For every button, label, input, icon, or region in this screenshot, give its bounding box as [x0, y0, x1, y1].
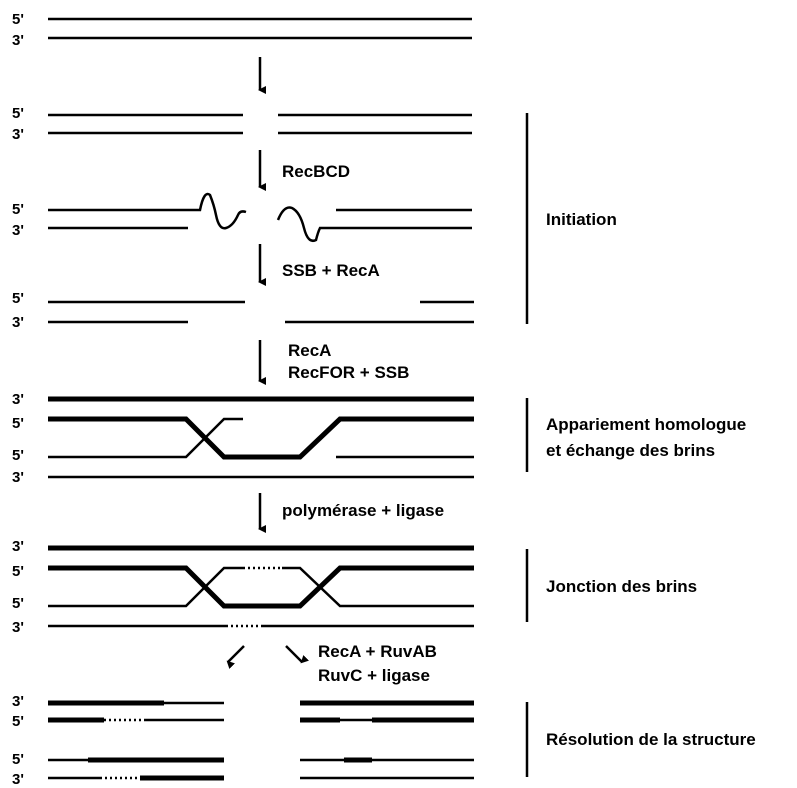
strand-bottom-right-unwound — [276, 206, 472, 242]
row-recbcd-unwinding: 5' 3' — [12, 192, 472, 242]
step-arrow-recbcd: RecBCD — [258, 150, 350, 191]
step-label: polymérase + ligase — [282, 501, 444, 520]
crossing-strand-left — [48, 566, 243, 608]
diagonal-arrow-left-icon — [226, 645, 245, 670]
phase-resolution: Résolution de la structure — [525, 702, 756, 777]
step-label-line2: RecFOR + SSB — [288, 363, 409, 382]
label-3-prime: 3' — [12, 771, 24, 788]
phase-label-line1: Appariement homologue — [546, 415, 746, 434]
row-resolution-products: 3' 5' 5' 3' — [12, 693, 474, 788]
step-label-line1: RecA + RuvAB — [318, 642, 437, 661]
label-5-prime: 5' — [12, 595, 24, 612]
label-3-prime: 3' — [12, 619, 24, 636]
label-3-prime: 3' — [12, 314, 24, 331]
row-holliday-junctions: 3' 5' 5' 3' — [12, 538, 474, 636]
label-5-prime: 5' — [12, 447, 24, 464]
crossing-strand-right — [282, 566, 474, 608]
row-strand-invasion: 3' 5' 5' 3' — [12, 391, 474, 486]
label-5-prime: 5' — [12, 415, 24, 432]
label-3-prime: 3' — [12, 469, 24, 486]
phase-junction: Jonction des brins — [525, 549, 697, 622]
step-arrow-ssb-reca: SSB + RecA — [258, 244, 380, 286]
label-3-prime: 3' — [12, 32, 24, 49]
step-label-line1: RecA — [288, 341, 331, 360]
label-3-prime: 3' — [12, 538, 24, 555]
label-5-prime: 5' — [12, 201, 24, 218]
diagonal-arrow-right-icon — [285, 645, 310, 664]
row-double-strand-break: 5' 3' — [12, 105, 472, 143]
label-3-prime: 3' — [12, 693, 24, 710]
invading-strand — [48, 565, 474, 609]
strand-top-left-unwound — [48, 192, 247, 230]
step-arrow-reca-recfor: RecA RecFOR + SSB — [258, 340, 409, 385]
step-label: SSB + RecA — [282, 261, 380, 280]
phase-label-line2: et échange des brins — [546, 441, 715, 460]
invading-strand — [48, 416, 474, 460]
crossing-strand — [48, 417, 243, 459]
step-arrows-resolution: RecA + RuvAB RuvC + ligase — [226, 642, 437, 685]
row-intact-duplex: 5' 3' — [12, 11, 472, 49]
phase-pairing: Appariement homologue et échange des bri… — [525, 398, 746, 472]
label-5-prime: 5' — [12, 751, 24, 768]
phase-initiation: Initiation — [525, 113, 617, 324]
label-3-prime: 3' — [12, 391, 24, 408]
step-label: RecBCD — [282, 162, 350, 181]
step-label-line2: RuvC + ligase — [318, 666, 430, 685]
phase-label: Jonction des brins — [546, 577, 697, 596]
label-5-prime: 5' — [12, 290, 24, 307]
label-5-prime: 5' — [12, 11, 24, 28]
label-3-prime: 3' — [12, 222, 24, 239]
phase-label: Initiation — [546, 210, 617, 229]
label-5-prime: 5' — [12, 713, 24, 730]
row-single-strand-overhangs: 5' 3' — [12, 290, 474, 331]
label-5-prime: 5' — [12, 563, 24, 580]
phase-label: Résolution de la structure — [546, 730, 756, 749]
label-5-prime: 5' — [12, 105, 24, 122]
label-3-prime: 3' — [12, 126, 24, 143]
step-arrow-polymerase-ligase: polymérase + ligase — [258, 493, 444, 533]
